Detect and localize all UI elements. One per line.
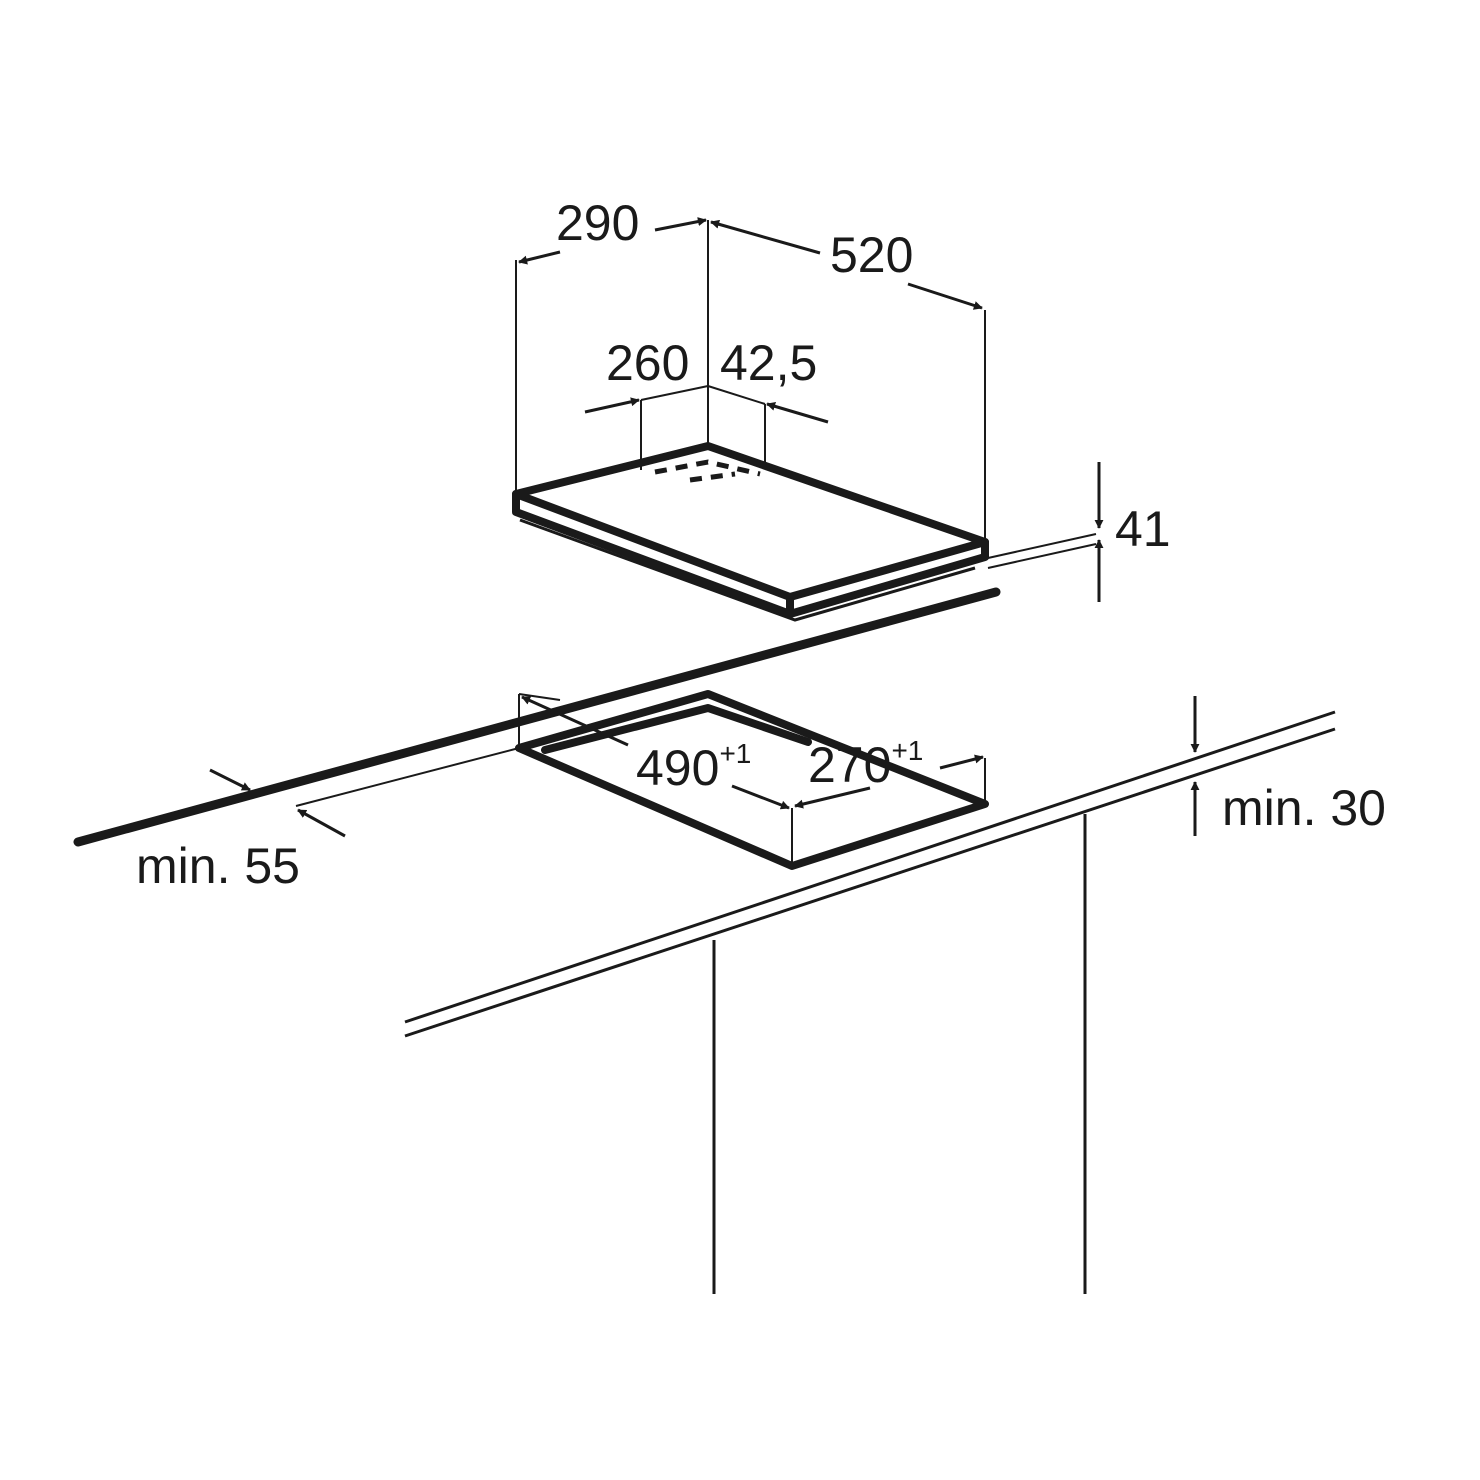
dimension-290: 290 — [518, 195, 707, 265]
label-burner-offset-width: 42,5 — [720, 335, 817, 391]
label-cutout-width: 490+1 — [636, 738, 751, 796]
label-hob-depth: 290 — [556, 195, 639, 251]
label-cutout-depth: 270+1 — [808, 735, 923, 793]
cabinet-sides — [712, 814, 1087, 1294]
dimension-520: 520 — [710, 219, 983, 310]
dimension-42-5: 42,5 — [720, 335, 829, 424]
label-min-worktop-thickness: min. 30 — [1222, 780, 1386, 836]
label-burner-offset-depth: 260 — [606, 335, 689, 391]
dimension-490: 490+1 — [521, 695, 790, 810]
worktop-front-edge — [404, 710, 1336, 1038]
dimension-min-30: min. 30 — [1190, 696, 1386, 836]
dimension-270: 270+1 — [794, 735, 984, 809]
hob-outline — [512, 442, 989, 622]
hob-extension-lines — [515, 220, 986, 540]
label-hob-height: 41 — [1115, 501, 1171, 557]
cutout-outline — [515, 690, 989, 870]
label-min-front-distance: min. 55 — [136, 838, 300, 894]
burner-position-mark — [654, 459, 761, 483]
worktop-back-edge — [73, 587, 1001, 847]
label-hob-width: 520 — [830, 227, 913, 283]
dimension-min-55: min. 55 — [136, 747, 520, 894]
dimension-41: 41 — [987, 462, 1171, 602]
dimension-260: 260 — [584, 335, 689, 414]
